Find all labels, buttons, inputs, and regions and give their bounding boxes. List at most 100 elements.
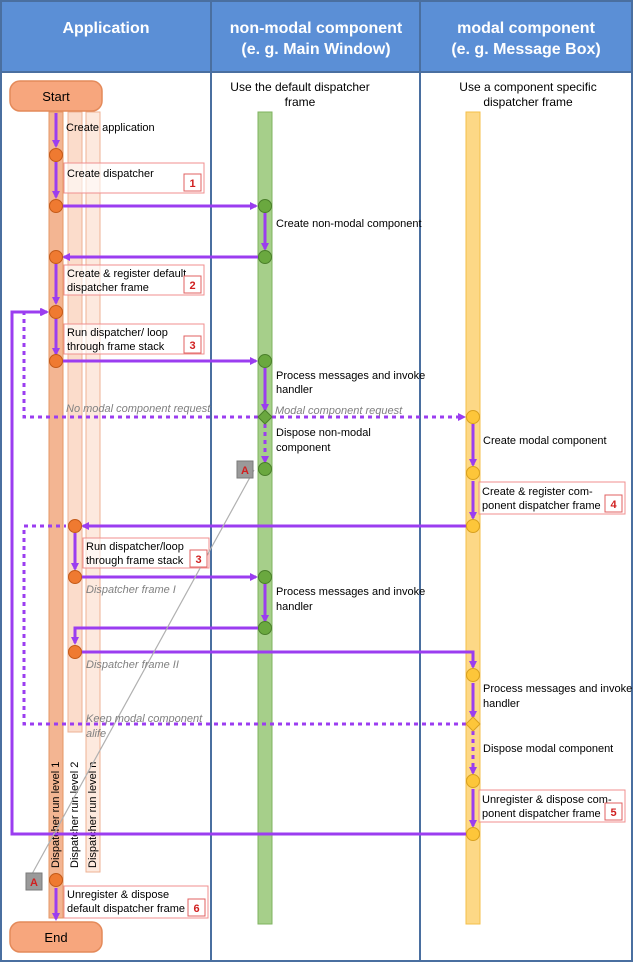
app-nodes (49, 148, 82, 887)
label-create-register-default-line1: Create & register default (67, 268, 186, 280)
annotation-no-modal-request: No modal component request (66, 403, 211, 415)
badge-5 (604, 802, 623, 821)
header-nonmodal-subtitle: (e. g. Main Window) (241, 41, 390, 58)
nonmodal-subtitle-line2: frame (285, 95, 316, 109)
nonmodal-node-4 (258, 462, 272, 476)
label-process-messages-1-line2: handler (276, 384, 313, 396)
badge-3a-label: 3 (189, 340, 195, 352)
label-unregister-component-line1: Unregister & dispose com- (482, 794, 612, 806)
app-node-3 (49, 250, 63, 264)
label-unregister-default-line1: Unregister & dispose (67, 889, 169, 901)
badge-5-label: 5 (610, 807, 616, 819)
badge-4 (604, 494, 623, 513)
annotation-dispatcher-frame-2: Dispatcher frame II (86, 659, 179, 671)
unregister-default-box (63, 885, 209, 919)
app-node-5 (49, 354, 63, 368)
arrow-nonmodal-to-frame-2 (71, 626, 259, 645)
label-unregister-component-line2: ponent dispatcher frame (482, 808, 601, 820)
marker-a-bottom (25, 872, 43, 891)
nonmodal-node-5 (258, 570, 272, 584)
label-process-messages-1-line1: Process messages and invoke (276, 370, 425, 382)
step-badges: 1 2 3 3 4 5 6 (183, 173, 623, 917)
start-terminal (9, 80, 103, 112)
label-create-nonmodal: Create non-modal component (276, 218, 422, 230)
badge-1-label: 1 (189, 178, 195, 190)
label-create-application: Create application (66, 122, 155, 134)
run-level-1-label: Dispatcher run level 1 (50, 762, 62, 868)
end-label: End (44, 930, 67, 945)
modal-subtitle-line1: Use a component specific (459, 80, 596, 94)
dotted-flow-arrows (22, 308, 477, 775)
annotation-keep-modal-alive-line1: Keep modal component (86, 713, 203, 725)
modal-node-6 (466, 827, 480, 841)
modal-nodes (465, 410, 481, 841)
label-process-messages-2-line1: Process messages and invoke (276, 586, 425, 598)
label-process-messages-3-line1: Process messages and invoke (483, 683, 632, 695)
nonmodal-node-2 (258, 250, 272, 264)
badge-6 (187, 898, 206, 917)
badge-3a (183, 335, 202, 354)
label-create-register-component-line1: Create & register com- (482, 486, 593, 498)
app-node-1 (49, 148, 63, 162)
label-unregister-default-line2: default dispatcher frame (67, 903, 185, 915)
app-run-level-n-bar (85, 111, 101, 873)
modal-node-4 (466, 668, 480, 682)
run-dispatcher-2-box (82, 537, 210, 569)
label-create-modal: Create modal component (483, 435, 607, 447)
badge-4-label: 4 (610, 499, 617, 511)
run-dispatcher-1-box (63, 323, 205, 355)
modal-node-5 (466, 774, 480, 788)
marker-a-top (236, 460, 254, 479)
label-create-register-component-line2: ponent dispatcher frame (482, 500, 601, 512)
label-run-dispatcher-1-line2: through frame stack (67, 341, 165, 353)
nonmodal-decision-node (257, 409, 273, 425)
annotation-dispatcher-frame-1: Dispatcher frame I (86, 584, 176, 596)
start-label: Start (42, 89, 70, 104)
header-cell-modal (421, 2, 631, 71)
create-register-component-box (478, 481, 626, 515)
end-terminal (9, 921, 103, 953)
header-nonmodal-title: non-modal component (230, 20, 403, 37)
badge-1 (183, 173, 202, 192)
header-modal-title: modal component (457, 20, 595, 37)
app-node-4 (49, 305, 63, 319)
modal-subtitle-line2: dispatcher frame (483, 95, 573, 109)
unregister-component-box (478, 789, 626, 823)
modal-node-3 (466, 519, 480, 533)
app-node-7 (68, 570, 82, 584)
a-connector-line (31, 469, 255, 875)
badge-3b (189, 549, 208, 568)
label-process-messages-3-line2: handler (483, 698, 520, 710)
annotation-modal-request: Modal component request (275, 405, 403, 417)
header-cell-application (2, 2, 210, 71)
app-node-9 (49, 873, 63, 887)
label-run-dispatcher-2-line1: Run dispatcher/loop (86, 541, 184, 553)
badge-2-label: 2 (189, 280, 195, 292)
arrow-frame-2-to-modal (81, 650, 477, 669)
modal-decision-node (465, 716, 481, 732)
label-dispose-nonmodal-line2: component (276, 442, 330, 454)
label-run-dispatcher-1-line1: Run dispatcher/ loop (67, 327, 168, 339)
run-level-2-label: Dispatcher run level 2 (69, 762, 81, 868)
nonmodal-nodes (257, 199, 273, 635)
run-level-n-label: Dispatcher run level n (87, 762, 99, 868)
nonmodal-lifeline-bar (257, 111, 273, 925)
modal-node-1 (466, 410, 480, 424)
badge-6-label: 6 (193, 903, 199, 915)
label-dispose-nonmodal-line1: Dispose non-modal (276, 427, 371, 439)
badge-2 (183, 275, 202, 294)
app-node-2 (49, 199, 63, 213)
label-process-messages-2-line2: handler (276, 601, 313, 613)
nonmodal-node-1 (258, 199, 272, 213)
create-dispatcher-box (63, 162, 205, 194)
nonmodal-node-3 (258, 354, 272, 368)
header-cell-nonmodal (212, 2, 419, 71)
badge-3b-label: 3 (195, 554, 201, 566)
app-node-8 (68, 645, 82, 659)
modal-node-2 (466, 466, 480, 480)
nonmodal-subtitle-line1: Use the default dispatcher (230, 80, 369, 94)
create-register-default-box (63, 264, 205, 296)
annotation-keep-modal-alive-line2: alife (86, 728, 106, 740)
